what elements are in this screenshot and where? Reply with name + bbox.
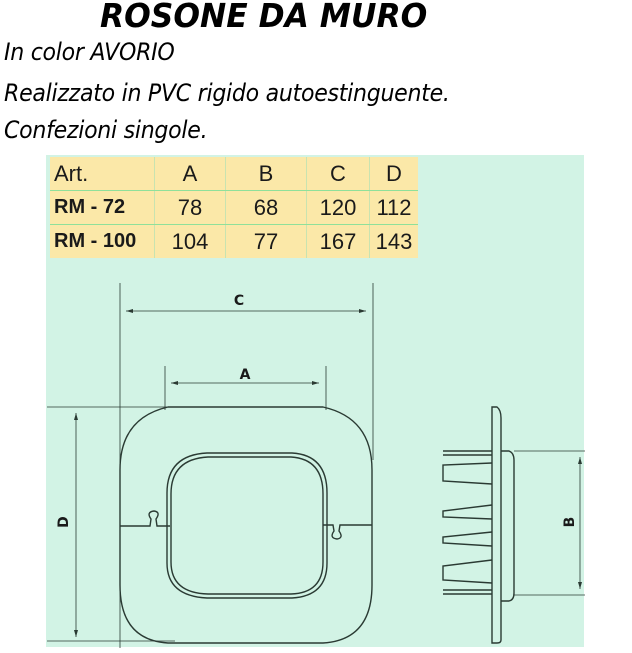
material-line: Realizzato in PVC rigido autoestinguente…: [4, 79, 450, 107]
label-b: B: [562, 517, 578, 528]
cell-art: RM - 100: [50, 224, 155, 258]
color-line: In color AVORIO: [4, 38, 175, 66]
cell-d: 112: [369, 190, 418, 225]
cell-c: 120: [306, 190, 370, 225]
table-header-row: Art. A B C D: [50, 157, 418, 191]
col-header-b: B: [225, 157, 307, 191]
dimensions-table: Art. A B C D RM - 72 78 68 120 112 RM - …: [50, 157, 418, 258]
packaging-line: Confezioni singole.: [4, 116, 208, 144]
front-view: [119, 406, 373, 644]
side-view: [442, 406, 515, 644]
cell-b: 68: [225, 190, 307, 225]
cell-b: 77: [225, 224, 307, 258]
cell-d: 143: [375, 228, 413, 254]
table-row: RM - 72 78 68 120 112: [50, 190, 418, 225]
col-header-c: C: [306, 157, 370, 191]
table-row: RM - 100 104 77 167 143: [50, 224, 418, 258]
cell-art: RM - 72: [50, 190, 155, 225]
cell-a: 104: [154, 224, 226, 258]
col-header-d: D: [369, 157, 418, 191]
label-a: A: [240, 367, 251, 383]
cell-c: 167: [306, 224, 370, 258]
col-header-a: A: [154, 157, 226, 191]
label-c: C: [234, 293, 244, 309]
col-header-art: Art.: [50, 157, 155, 191]
dimension-labels: C A D B: [56, 293, 578, 528]
page-title: ROSONE DA MURO: [100, 0, 428, 35]
cell-a: 78: [154, 190, 226, 225]
label-d: D: [56, 516, 72, 528]
